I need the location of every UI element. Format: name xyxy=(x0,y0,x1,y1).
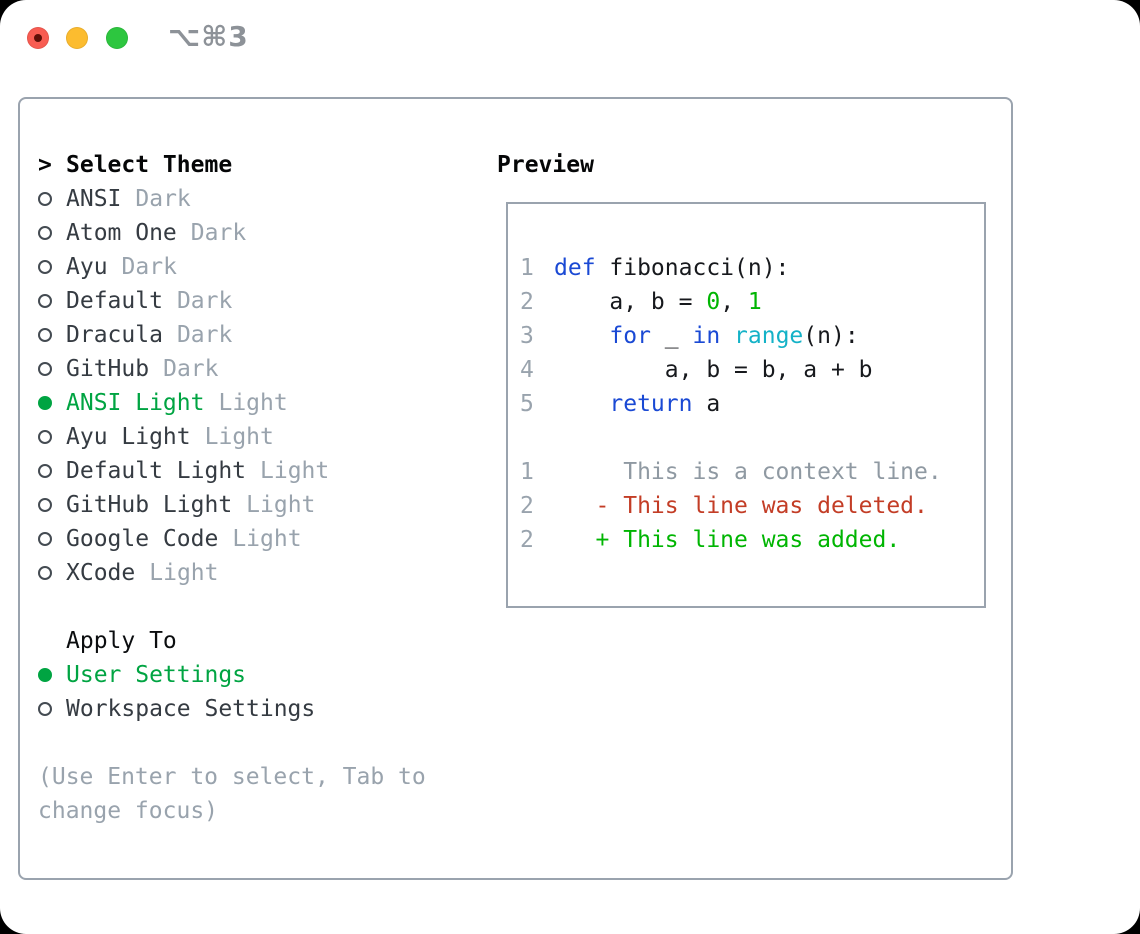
theme-option-google-code-light[interactable]: Google Code Light xyxy=(38,522,329,556)
select-theme-title: Select Theme xyxy=(66,152,233,178)
theme-variant-tag: Dark xyxy=(163,356,219,382)
code-line: 3 for _ in range(n): xyxy=(520,319,942,353)
theme-variant-tag: Light xyxy=(218,390,288,416)
apply-to-heading: Apply To xyxy=(38,624,177,658)
minimize-button[interactable] xyxy=(66,27,88,49)
apply-option-user-settings[interactable]: User Settings xyxy=(38,658,315,692)
theme-option-ansi-light[interactable]: ANSI Light Light xyxy=(38,386,329,420)
line-number: 3 xyxy=(520,323,534,349)
line-number: 2 xyxy=(520,527,534,553)
radio-icon xyxy=(38,328,66,342)
theme-option-default-dark[interactable]: Default Dark xyxy=(38,284,329,318)
radio-icon xyxy=(38,566,66,580)
theme-variant-tag: Light xyxy=(149,560,219,586)
radio-icon xyxy=(38,396,66,410)
select-theme-heading: > Select Theme xyxy=(38,148,232,182)
theme-option-dracula-dark[interactable]: Dracula Dark xyxy=(38,318,329,352)
preview-box xyxy=(506,202,986,608)
radio-icon xyxy=(38,260,66,274)
radio-icon xyxy=(38,226,66,240)
theme-variant-tag: Light xyxy=(246,492,316,518)
theme-variant-tag: Dark xyxy=(135,186,191,212)
close-dot-icon xyxy=(34,34,42,42)
theme-option-github-dark[interactable]: GitHub Dark xyxy=(38,352,329,386)
radio-icon xyxy=(38,532,66,546)
theme-option-github-light[interactable]: GitHub Light Light xyxy=(38,488,329,522)
theme-name: Ayu Light xyxy=(66,424,191,450)
theme-variant-tag: Light xyxy=(204,424,274,450)
line-number: 2 xyxy=(520,289,534,315)
line-number: 2 xyxy=(520,493,534,519)
preview-heading: Preview xyxy=(497,148,594,182)
line-number: 5 xyxy=(520,391,534,417)
zoom-button[interactable] xyxy=(106,27,128,49)
apply-option-label: User Settings xyxy=(66,662,247,688)
code-line: 5 return a xyxy=(520,387,942,421)
theme-option-ayu-light[interactable]: Ayu Light Light xyxy=(38,420,329,454)
radio-icon xyxy=(38,668,66,682)
theme-variant-tag: Light xyxy=(232,526,302,552)
code-line: 2 a, b = 0, 1 xyxy=(520,285,942,319)
window-shortcut-label: ⌥⌘3 xyxy=(168,20,249,53)
apply-to-title: Apply To xyxy=(66,628,177,654)
line-number: 1 xyxy=(520,459,534,485)
radio-icon xyxy=(38,464,66,478)
empty-line xyxy=(520,421,942,455)
line-number: 1 xyxy=(520,255,534,281)
theme-variant-tag: Dark xyxy=(176,288,233,314)
theme-option-xcode-light[interactable]: XCode Light xyxy=(38,556,329,590)
theme-option-default-light[interactable]: Default Light Light xyxy=(38,454,329,488)
theme-name: Default Light xyxy=(66,458,247,484)
line-number: 4 xyxy=(520,357,534,383)
radio-icon xyxy=(38,430,66,444)
theme-name: ANSI xyxy=(66,186,122,212)
theme-variant-tag: Dark xyxy=(190,220,247,246)
close-button[interactable] xyxy=(27,27,49,49)
apply-to-list: User Settings Workspace Settings xyxy=(38,658,315,726)
apply-option-workspace-settings[interactable]: Workspace Settings xyxy=(38,692,315,726)
theme-name: Atom One xyxy=(66,220,177,246)
theme-variant-tag: Dark xyxy=(176,322,233,348)
radio-icon xyxy=(38,362,66,376)
theme-list: ANSI Dark Atom One Dark Ayu Dark Default… xyxy=(38,182,329,590)
theme-name: ANSI Light xyxy=(66,390,205,416)
apply-option-label: Workspace Settings xyxy=(66,696,316,722)
diff-added-line: 2 + This line was added. xyxy=(520,523,942,557)
theme-name: Dracula xyxy=(66,322,163,348)
theme-name: XCode xyxy=(66,560,136,586)
theme-option-ansi-dark[interactable]: ANSI Dark xyxy=(38,182,329,216)
theme-name: Google Code xyxy=(66,526,219,552)
diff-context-line: 1 This is a context line. xyxy=(520,455,942,489)
radio-icon xyxy=(38,702,66,716)
theme-name: Ayu xyxy=(66,254,108,280)
radio-icon xyxy=(38,294,66,308)
theme-option-ayu-dark[interactable]: Ayu Dark xyxy=(38,250,329,284)
radio-icon xyxy=(38,498,66,512)
hint-text: (Use Enter to select, Tab to change focu… xyxy=(38,764,426,824)
radio-icon xyxy=(38,192,66,206)
theme-option-atom-one-dark[interactable]: Atom One Dark xyxy=(38,216,329,250)
theme-name: Default xyxy=(66,288,163,314)
theme-name: GitHub Light xyxy=(66,492,233,518)
theme-variant-tag: Dark xyxy=(121,254,177,280)
theme-name: GitHub xyxy=(66,356,150,382)
cursor-prefix: > xyxy=(38,152,52,178)
theme-variant-tag: Light xyxy=(260,458,330,484)
code-line: 4 a, b = b, a + b xyxy=(520,353,942,387)
diff-deleted-line: 2 - This line was deleted. xyxy=(520,489,942,523)
preview-title: Preview xyxy=(497,152,594,178)
